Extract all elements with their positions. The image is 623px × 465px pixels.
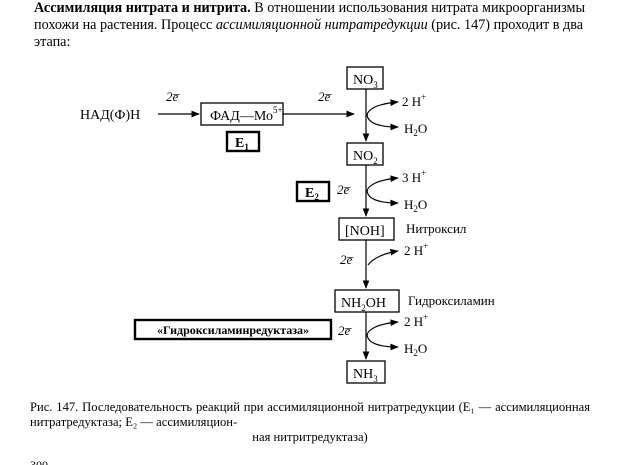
protons-label-2: 3 H+ [402, 168, 426, 185]
e1-box [225, 130, 261, 153]
electrons-label-5: 2e̅ [338, 323, 352, 338]
intro-text-2: (рис. 147) проходит в два этапа: [34, 17, 584, 50]
donor-label: НАД(Ф)Н [80, 108, 140, 123]
fad-mo-label: ФАД—Мо5+ [210, 105, 283, 124]
proton-arc-1 [366, 99, 399, 116]
electrons-label-2: 2e̅ [318, 89, 332, 104]
no3-label: NO3 [353, 73, 378, 90]
intro-text-1: В отношении использования нитрата микроо… [34, 0, 586, 33]
caption-last-line: ная нитритредуктаза) [252, 430, 368, 444]
water-arc-1 [366, 114, 399, 131]
water-arc-2 [366, 190, 399, 207]
no3-box [346, 66, 384, 90]
water-label-2: H2O [404, 197, 427, 214]
proton-arc-2 [366, 175, 399, 192]
e1-label: E1 [235, 136, 249, 152]
page-number: 300 [30, 458, 48, 465]
noh-label: [NOH] [345, 224, 385, 239]
protons-label-1: 2 H+ [402, 92, 426, 109]
electrons-label-4: 2e̅ [340, 252, 354, 267]
no2-box [346, 142, 384, 166]
nh2oh-box [334, 289, 400, 313]
noh-name: Нитроксил [406, 221, 467, 236]
intro-term: ассимиляционной нитратредукции [215, 17, 428, 33]
water-arc-4 [366, 334, 399, 351]
nh3-box [346, 360, 386, 384]
figure-caption: Рис. 147. Последовательность реакций при… [30, 400, 590, 445]
hydroxylamine-reductase-box [133, 318, 333, 341]
e2-label: E2 [305, 186, 319, 202]
proton-arc-3 [367, 248, 399, 266]
intro-heading: Ассимиляция нитрата и нитрита. [34, 0, 251, 16]
water-label-1: H2O [404, 121, 427, 138]
intro-paragraph: Ассимиляция нитрата и нитрита. В отношен… [34, 0, 604, 51]
hydroxylamine-reductase-label: «Гидроксиламинредуктаза» [157, 323, 309, 337]
electrons-label-3: 2e̅ [337, 182, 351, 197]
protons-label-3: 2 H+ [404, 241, 428, 258]
electrons-label-1: 2e̅ [166, 89, 180, 104]
water-label-4: H2O [404, 341, 427, 358]
protons-label-4: 2 H+ [404, 312, 428, 329]
nh2oh-name: Гидроксиламин [408, 293, 495, 308]
proton-arc-4 [366, 319, 399, 336]
nh2oh-label: NH2OH [341, 296, 386, 313]
no2-label: NO2 [353, 149, 378, 166]
nh3-label: NH3 [353, 367, 378, 384]
e2-box [295, 180, 331, 203]
caption-text: Рис. 147. Последовательность реакций при… [30, 400, 590, 429]
